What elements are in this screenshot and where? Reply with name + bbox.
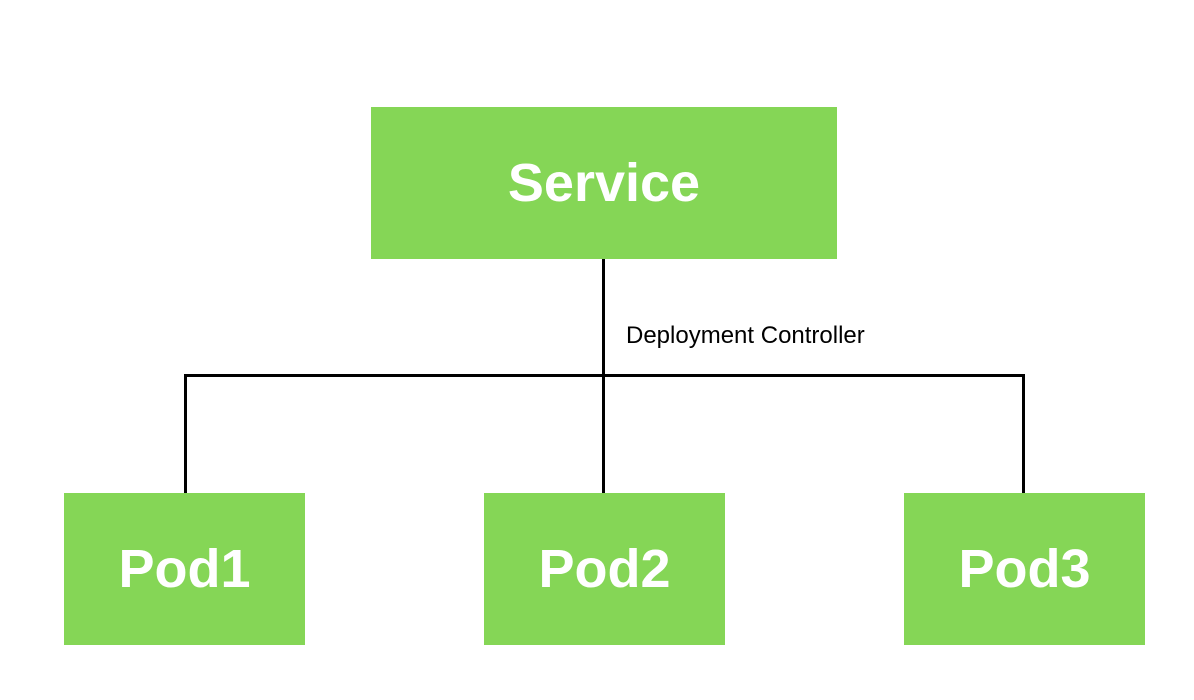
pod-node-2: Pod2 — [484, 493, 725, 645]
pod-node-1: Pod1 — [64, 493, 305, 645]
connector-horizontal-bar — [184, 374, 1025, 377]
service-node-label: Service — [507, 153, 701, 213]
service-node: Service — [371, 107, 837, 259]
pod-node-3: Pod3 — [904, 493, 1145, 645]
pod-node-label: Pod2 — [538, 539, 671, 599]
edge-label-deployment-controller: Deployment Controller — [626, 322, 865, 349]
connector-pod3 — [1022, 374, 1025, 494]
connector-pod1 — [184, 374, 187, 494]
pod-node-label: Pod1 — [118, 539, 251, 599]
pod-node-label: Pod3 — [958, 539, 1091, 599]
